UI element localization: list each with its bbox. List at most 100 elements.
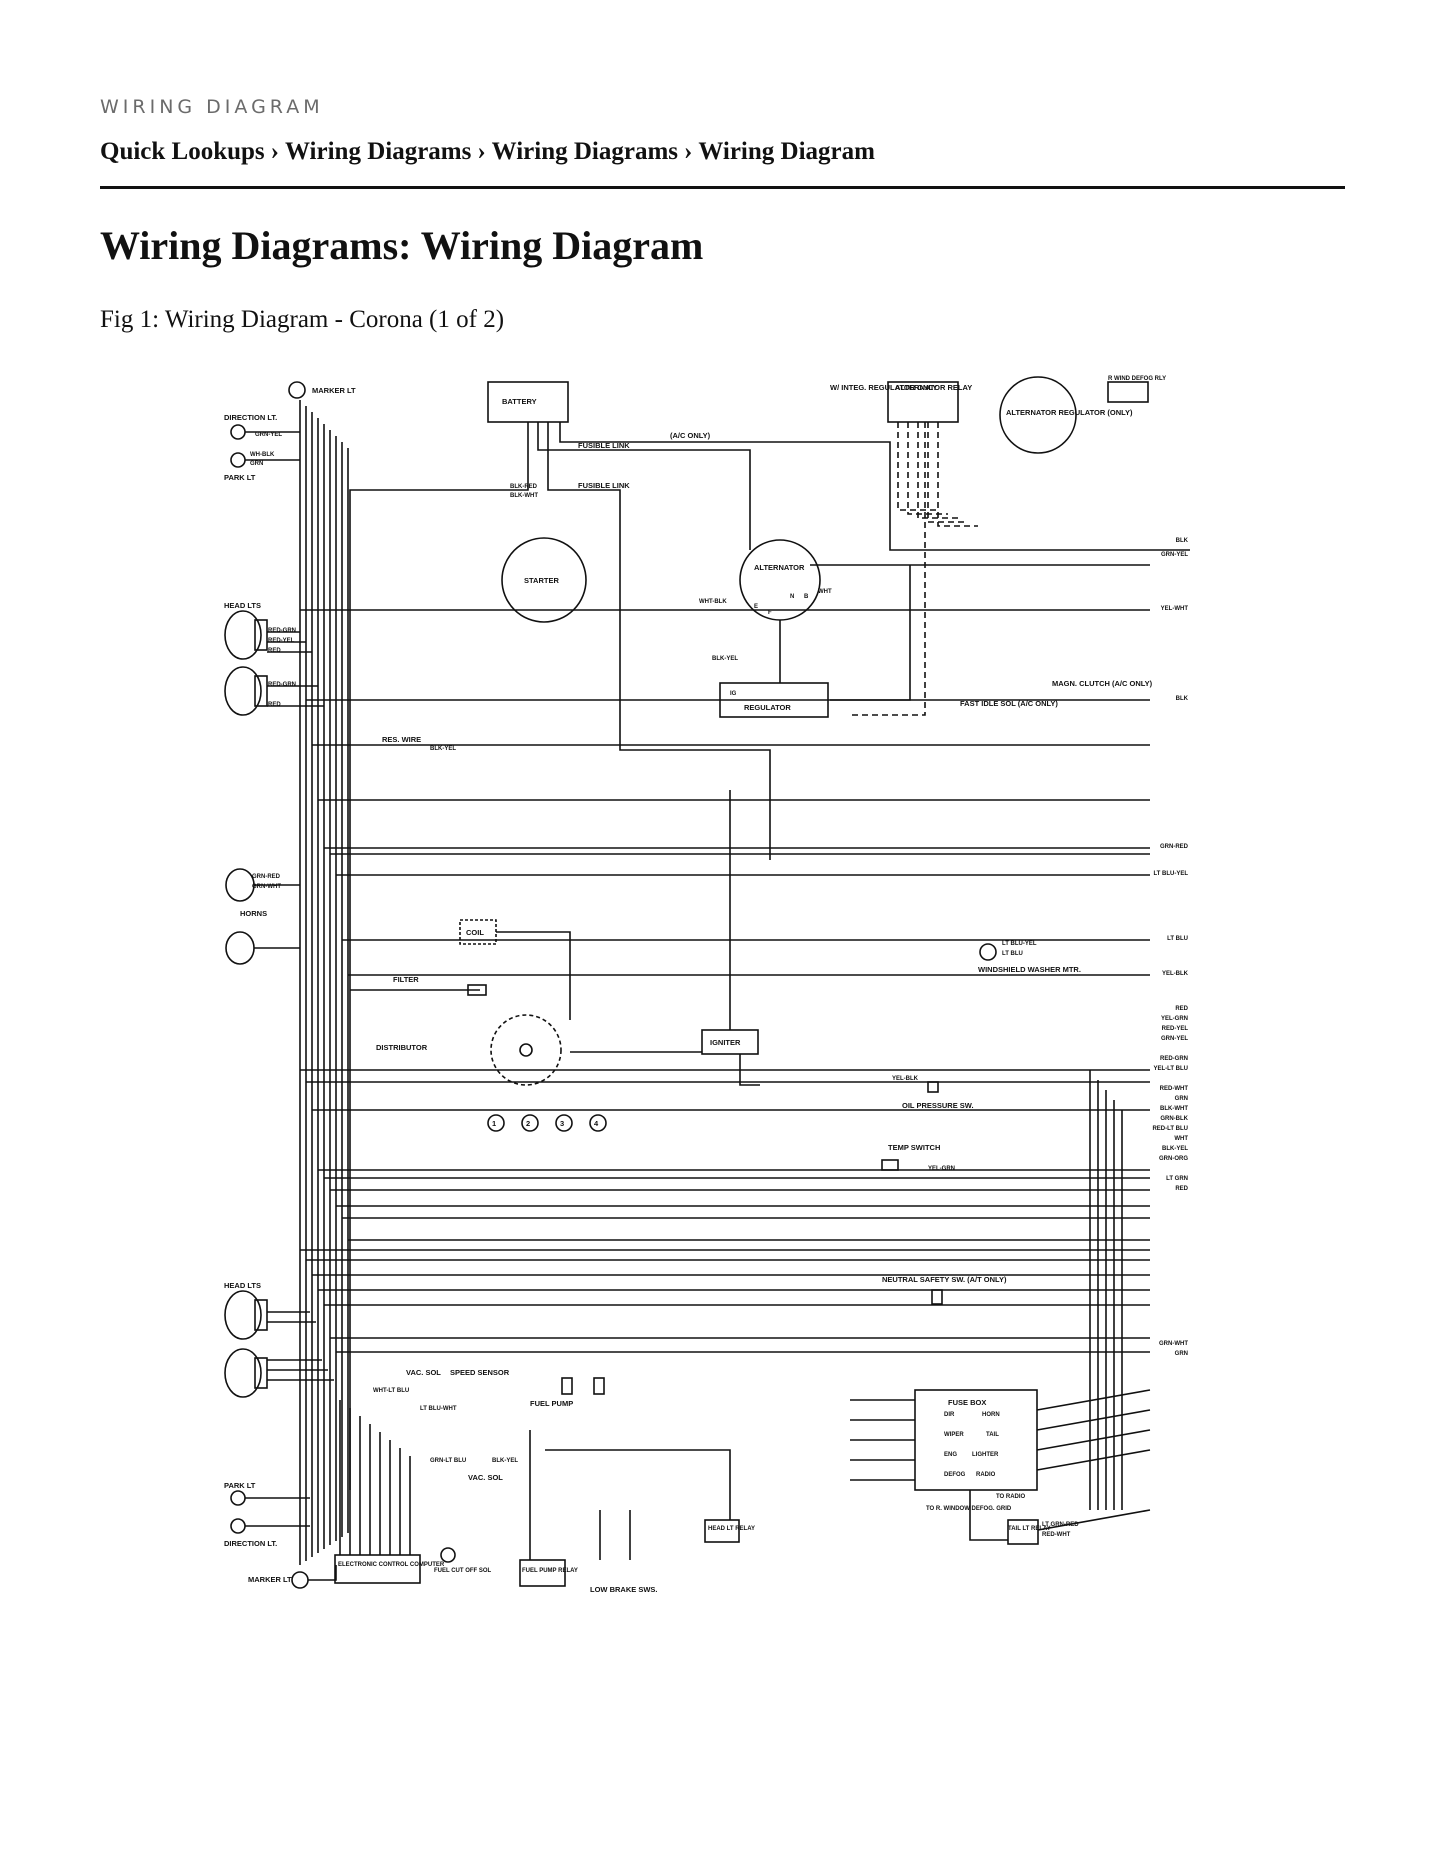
label-wire-red-grn-1: RED-GRN	[268, 628, 296, 634]
right-edge-wire-label: GRN-BLK	[1160, 1116, 1188, 1122]
label-speed-sensor: SPEED SENSOR	[450, 1368, 510, 1377]
label-wire-red-grn-2: RED-GRN	[268, 682, 296, 688]
label-fuse-defog: DEFOG	[944, 1472, 966, 1478]
header-divider	[100, 186, 1345, 189]
igniter-symbol	[701, 1029, 759, 1055]
label-fast-idle-sol: FAST IDLE SOL (A/C ONLY)	[960, 699, 1058, 708]
r-wind-defog-relay-symbol	[1107, 381, 1149, 403]
wire	[897, 422, 938, 511]
head-lt-upper-1-coil	[254, 619, 268, 651]
wire	[830, 565, 911, 701]
label-temp-switch: TEMP SWITCH	[888, 1143, 940, 1152]
right-edge-wire-label: LT BLU	[1167, 936, 1188, 942]
label-fuse-radio: RADIO	[976, 1472, 996, 1478]
label-direction-lt-lower: DIRECTION LT.	[224, 1539, 277, 1548]
label-wire-red-wht: RED-WHT	[1042, 1532, 1071, 1538]
label-wire-grn-yel: GRN-YEL	[255, 432, 282, 438]
label-wire-yel-blk: YEL-BLK	[892, 1076, 919, 1082]
wiring-diagram-svg: MARKER LT BATTERY DIRECTION LT. PARK LT …	[224, 376, 1190, 1594]
wire	[1036, 1449, 1151, 1471]
label-wire-blk-yel-reg: BLK-YEL	[712, 656, 738, 662]
label-wire-lt-grn-red: LT GRN-RED	[1042, 1522, 1079, 1528]
label-dist-4: 4	[594, 1119, 599, 1128]
head-lt-relay-symbol	[704, 1519, 740, 1543]
label-dist-1: 1	[492, 1119, 496, 1128]
label-starter: STARTER	[524, 576, 559, 585]
park-lt-lower-symbol	[230, 1490, 246, 1506]
label-vac-sol: VAC. SOL	[406, 1368, 441, 1377]
right-edge-wire-label: LT GRN	[1166, 1176, 1188, 1182]
horn-upper	[225, 868, 255, 902]
distributor-rotor	[519, 1043, 533, 1057]
figure-caption: Fig 1: Wiring Diagram - Corona (1 of 2)	[100, 306, 505, 333]
label-reg-ig: IG	[730, 691, 737, 697]
label-fuse-eng: ENG	[944, 1452, 957, 1458]
label-horns: HORNS	[240, 909, 267, 918]
label-wire-red-2: RED	[268, 702, 281, 708]
label-filter: FILTER	[393, 975, 419, 984]
temp-switch-symbol	[881, 1159, 899, 1171]
filter-symbol	[467, 984, 487, 996]
label-fusible-link-2: FUSIBLE LINK	[578, 481, 630, 490]
alternator-relay-symbol	[887, 381, 959, 423]
right-edge-wire-label: BLK-WHT	[1160, 1106, 1188, 1112]
label-w-integ-regulator: W/ INTEG. REGULATOR ONLY	[830, 383, 937, 392]
label-dist-3: 3	[560, 1119, 564, 1128]
label-coil: COIL	[466, 928, 484, 937]
label-to-radio: TO RADIO	[996, 1494, 1026, 1500]
label-igniter: IGNITER	[710, 1038, 741, 1047]
head-lt-lower-1-coil	[254, 1299, 268, 1331]
speed-sensor-symbol	[593, 1377, 605, 1395]
washer-motor-symbol	[979, 943, 997, 961]
wire	[308, 1565, 337, 1581]
wire	[907, 422, 948, 515]
distributor-symbol	[490, 1014, 562, 1086]
label-wire-yel-grn: YEL-GRN	[928, 1166, 955, 1172]
head-lt-upper-2-coil	[254, 675, 268, 707]
right-edge-wire-label: GRN-YEL	[1161, 552, 1188, 558]
right-edge-wire-label: GRN-RED	[1160, 844, 1189, 850]
fuel-pump-relay-symbol	[519, 1559, 566, 1587]
right-edge-wire-label: GRN-YEL	[1161, 1036, 1188, 1042]
breadcrumb-item-quick-lookups[interactable]: Quick Lookups	[100, 138, 265, 165]
head-lt-lower-2-coil	[254, 1357, 268, 1389]
label-wire-wht: WHT	[818, 589, 832, 595]
label-battery: BATTERY	[502, 397, 537, 406]
head-lt-upper-1	[224, 610, 262, 660]
right-edge-wire-label: RED	[1175, 1186, 1188, 1192]
right-edge-wire-label: YEL-WHT	[1161, 606, 1189, 612]
tail-lt-relay-symbol	[1007, 1519, 1039, 1545]
wire	[1036, 1389, 1151, 1411]
marker-lt-upper-symbol	[288, 381, 306, 399]
section-tag: WIRING DIAGRAM	[100, 96, 324, 118]
fuse-box-symbol	[914, 1389, 1038, 1491]
direction-lt-lower-symbol	[230, 1518, 246, 1534]
label-fuse-horn: HORN	[982, 1412, 1000, 1418]
label-regulator: REGULATOR	[744, 703, 791, 712]
breadcrumb-item-wiring-diagrams[interactable]: Wiring Diagrams	[285, 138, 472, 165]
neutral-safety-switch-symbol	[931, 1289, 943, 1305]
label-wire-grn-wht-h: GRN-WHT	[252, 884, 281, 890]
breadcrumb-separator: ›	[477, 138, 486, 165]
marker-lt-lower-symbol	[291, 1571, 309, 1589]
head-lt-upper-2	[224, 666, 262, 716]
label-dist-2: 2	[526, 1119, 530, 1128]
breadcrumb-item-wiring-diagrams-sub[interactable]: Wiring Diagrams	[491, 138, 679, 165]
label-fuel-cut-off-sol: FUEL CUT OFF SOL	[434, 1568, 492, 1574]
right-edge-wire-label: RED-WHT	[1160, 1086, 1189, 1092]
label-wire-blk-wht: BLK-WHT	[510, 493, 538, 499]
right-edge-wire-label: RED-LT BLU	[1152, 1126, 1188, 1132]
oil-pressure-switch-symbol	[927, 1081, 939, 1093]
wire	[937, 422, 978, 527]
label-fuse-tail: TAIL	[986, 1432, 999, 1438]
label-alternator-regulator: ALTERNATOR REGULATOR (ONLY)	[1006, 408, 1133, 417]
alternator-regulator-symbol	[999, 376, 1077, 454]
label-neutral-safety-sw: NEUTRAL SAFETY SW. (A/T ONLY)	[882, 1275, 1007, 1284]
right-edge-wire-label: GRN-ORG	[1159, 1156, 1188, 1162]
label-fuse-dir: DIR	[944, 1412, 955, 1418]
breadcrumb-separator: ›	[684, 138, 693, 165]
right-edge-wire-label: BLK	[1176, 696, 1189, 702]
wire	[559, 422, 1150, 551]
label-wire-grn-red-h: GRN-RED	[252, 874, 281, 880]
wiring-diagram-figure: MARKER LT BATTERY DIRECTION LT. PARK LT …	[150, 370, 1190, 1650]
